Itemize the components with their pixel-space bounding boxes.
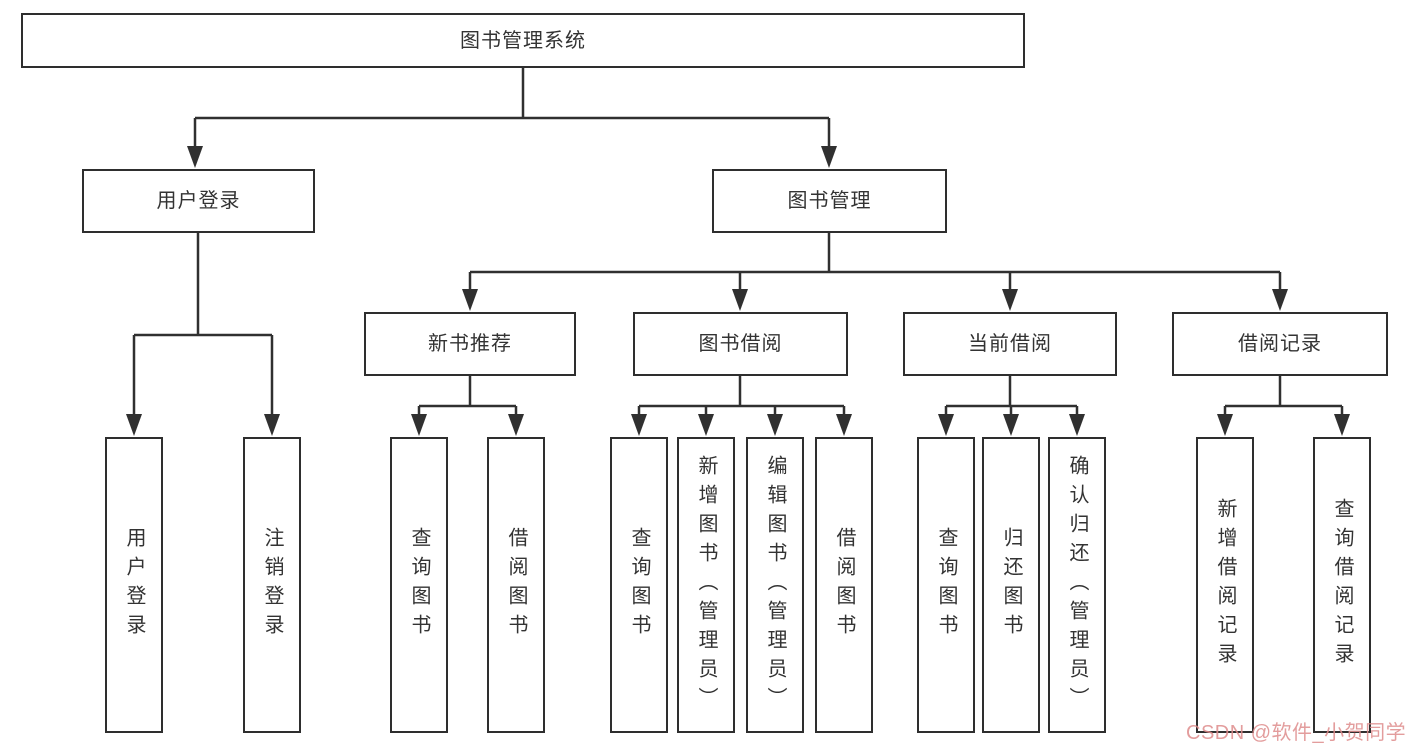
leaf-add-books-admin: 新增图书（管理员） [677, 437, 735, 733]
node-book-borrowing: 图书借阅 [633, 312, 848, 376]
arrow-down-icon [187, 146, 203, 168]
leaf-add-borrow-record: 新增借阅记录 [1196, 437, 1254, 733]
node-user-login: 用户登录 [82, 169, 315, 233]
arrow-down-icon [1069, 414, 1085, 436]
arrow-down-icon [1002, 289, 1018, 311]
arrowheads [126, 146, 1350, 436]
arrow-down-icon [126, 414, 142, 436]
leaf-query-books-current: 查询图书 [917, 437, 975, 733]
arrow-down-icon [462, 289, 478, 311]
arrow-down-icon [1272, 289, 1288, 311]
arrow-down-icon [938, 414, 954, 436]
leaf-user-login: 用户登录 [105, 437, 163, 733]
leaf-return-books: 归还图书 [982, 437, 1040, 733]
leaf-query-borrow-record: 查询借阅记录 [1313, 437, 1371, 733]
arrow-down-icon [1003, 414, 1019, 436]
arrow-down-icon [508, 414, 524, 436]
leaf-borrow-books-recommend: 借阅图书 [487, 437, 545, 733]
leaf-borrow-books: 借阅图书 [815, 437, 873, 733]
connector-paths [132, 68, 1344, 416]
arrow-down-icon [411, 414, 427, 436]
leaf-confirm-return-admin: 确认归还（管理员） [1048, 437, 1106, 733]
arrow-down-icon [732, 289, 748, 311]
node-new-book-recommend: 新书推荐 [364, 312, 576, 376]
node-book-management: 图书管理 [712, 169, 947, 233]
leaf-edit-books-admin: 编辑图书（管理员） [746, 437, 804, 733]
leaf-query-books-borrowing: 查询图书 [610, 437, 668, 733]
node-borrow-records: 借阅记录 [1172, 312, 1388, 376]
arrow-down-icon [821, 146, 837, 168]
arrow-down-icon [1334, 414, 1350, 436]
node-current-borrowing: 当前借阅 [903, 312, 1117, 376]
arrow-down-icon [631, 414, 647, 436]
arrow-down-icon [698, 414, 714, 436]
arrow-down-icon [1217, 414, 1233, 436]
arrow-down-icon [264, 414, 280, 436]
arrow-down-icon [836, 414, 852, 436]
arrow-down-icon [767, 414, 783, 436]
leaf-logout: 注销登录 [243, 437, 301, 733]
node-root-library-system: 图书管理系统 [21, 13, 1025, 68]
leaf-query-books-recommend: 查询图书 [390, 437, 448, 733]
csdn-watermark: CSDN @软件_小贺同学 [1186, 722, 1405, 744]
